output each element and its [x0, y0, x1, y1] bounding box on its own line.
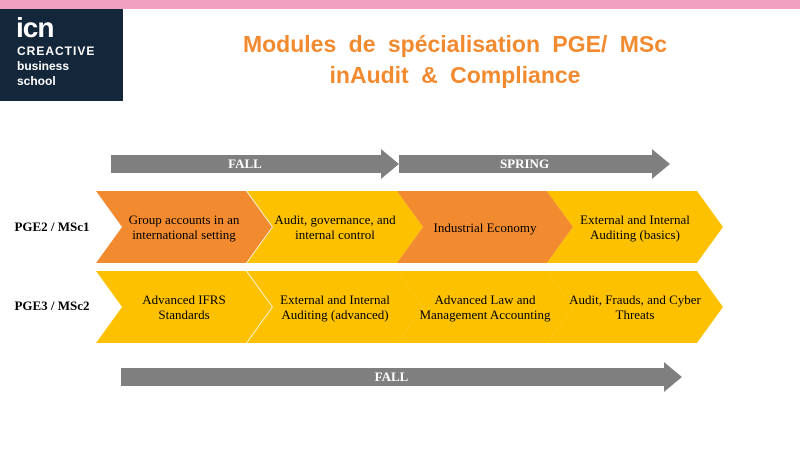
- title-line-2: inAudit & Compliance: [329, 62, 581, 88]
- module-chevron: External and Internal Auditing (advanced…: [247, 271, 423, 343]
- row-label-pge2: PGE2 / MSc1: [14, 219, 90, 234]
- module-chevron: Advanced IFRS Standards: [96, 271, 272, 343]
- fall-arrow-top: FALL: [111, 149, 399, 179]
- school-logo: icn CREACTIVE business school: [0, 9, 123, 101]
- spring-label: SPRING: [499, 156, 550, 171]
- module-chevron: Group accounts in an international setti…: [96, 191, 272, 263]
- module-label: Audit, Frauds, and Cyber Threats: [569, 292, 701, 322]
- logo-mark: icn: [16, 12, 54, 43]
- module-label: External and Internal Auditing (basics): [580, 212, 690, 242]
- fall-arrow-top-shape: [111, 149, 399, 179]
- top-accent-bar: [0, 0, 800, 9]
- logo-line-1: CREACTIVE: [17, 44, 96, 58]
- fall-arrow-bottom: FALL: [121, 362, 682, 392]
- module-chevron: External and Internal Auditing (basics): [547, 191, 723, 263]
- module-label: Advanced Law and Management Accounting: [419, 292, 551, 322]
- logo-line-2: business: [17, 59, 70, 73]
- module-label: Industrial Economy: [433, 219, 537, 235]
- fall-arrow-bottom-shape: [121, 362, 682, 392]
- row-label-pge3: PGE3 / MSc2: [14, 298, 90, 313]
- module-chevron: Industrial Economy: [397, 191, 573, 263]
- logo-line-3: school: [17, 74, 56, 88]
- module-label: Group accounts in an international setti…: [128, 212, 240, 242]
- title-line-1: Modules de spécialisation PGE/ MSc: [242, 31, 668, 57]
- module-label: Audit, governance, and internal control: [274, 212, 396, 242]
- module-chevron: Audit, governance, and internal control: [247, 191, 423, 263]
- module-chevron: Audit, Frauds, and Cyber Threats: [547, 271, 723, 343]
- fall-label-top: FALL: [228, 156, 262, 171]
- module-label: External and Internal Auditing (advanced…: [280, 292, 390, 322]
- page-title: Modules de spécialisation PGE/ MSc inAud…: [170, 29, 740, 91]
- fall-label-bottom: FALL: [374, 369, 409, 384]
- spring-arrow: SPRING: [399, 149, 670, 179]
- module-label: Advanced IFRS Standards: [142, 292, 226, 322]
- module-chevron: Advanced Law and Management Accounting: [397, 271, 573, 343]
- spring-arrow-shape: [399, 149, 670, 179]
